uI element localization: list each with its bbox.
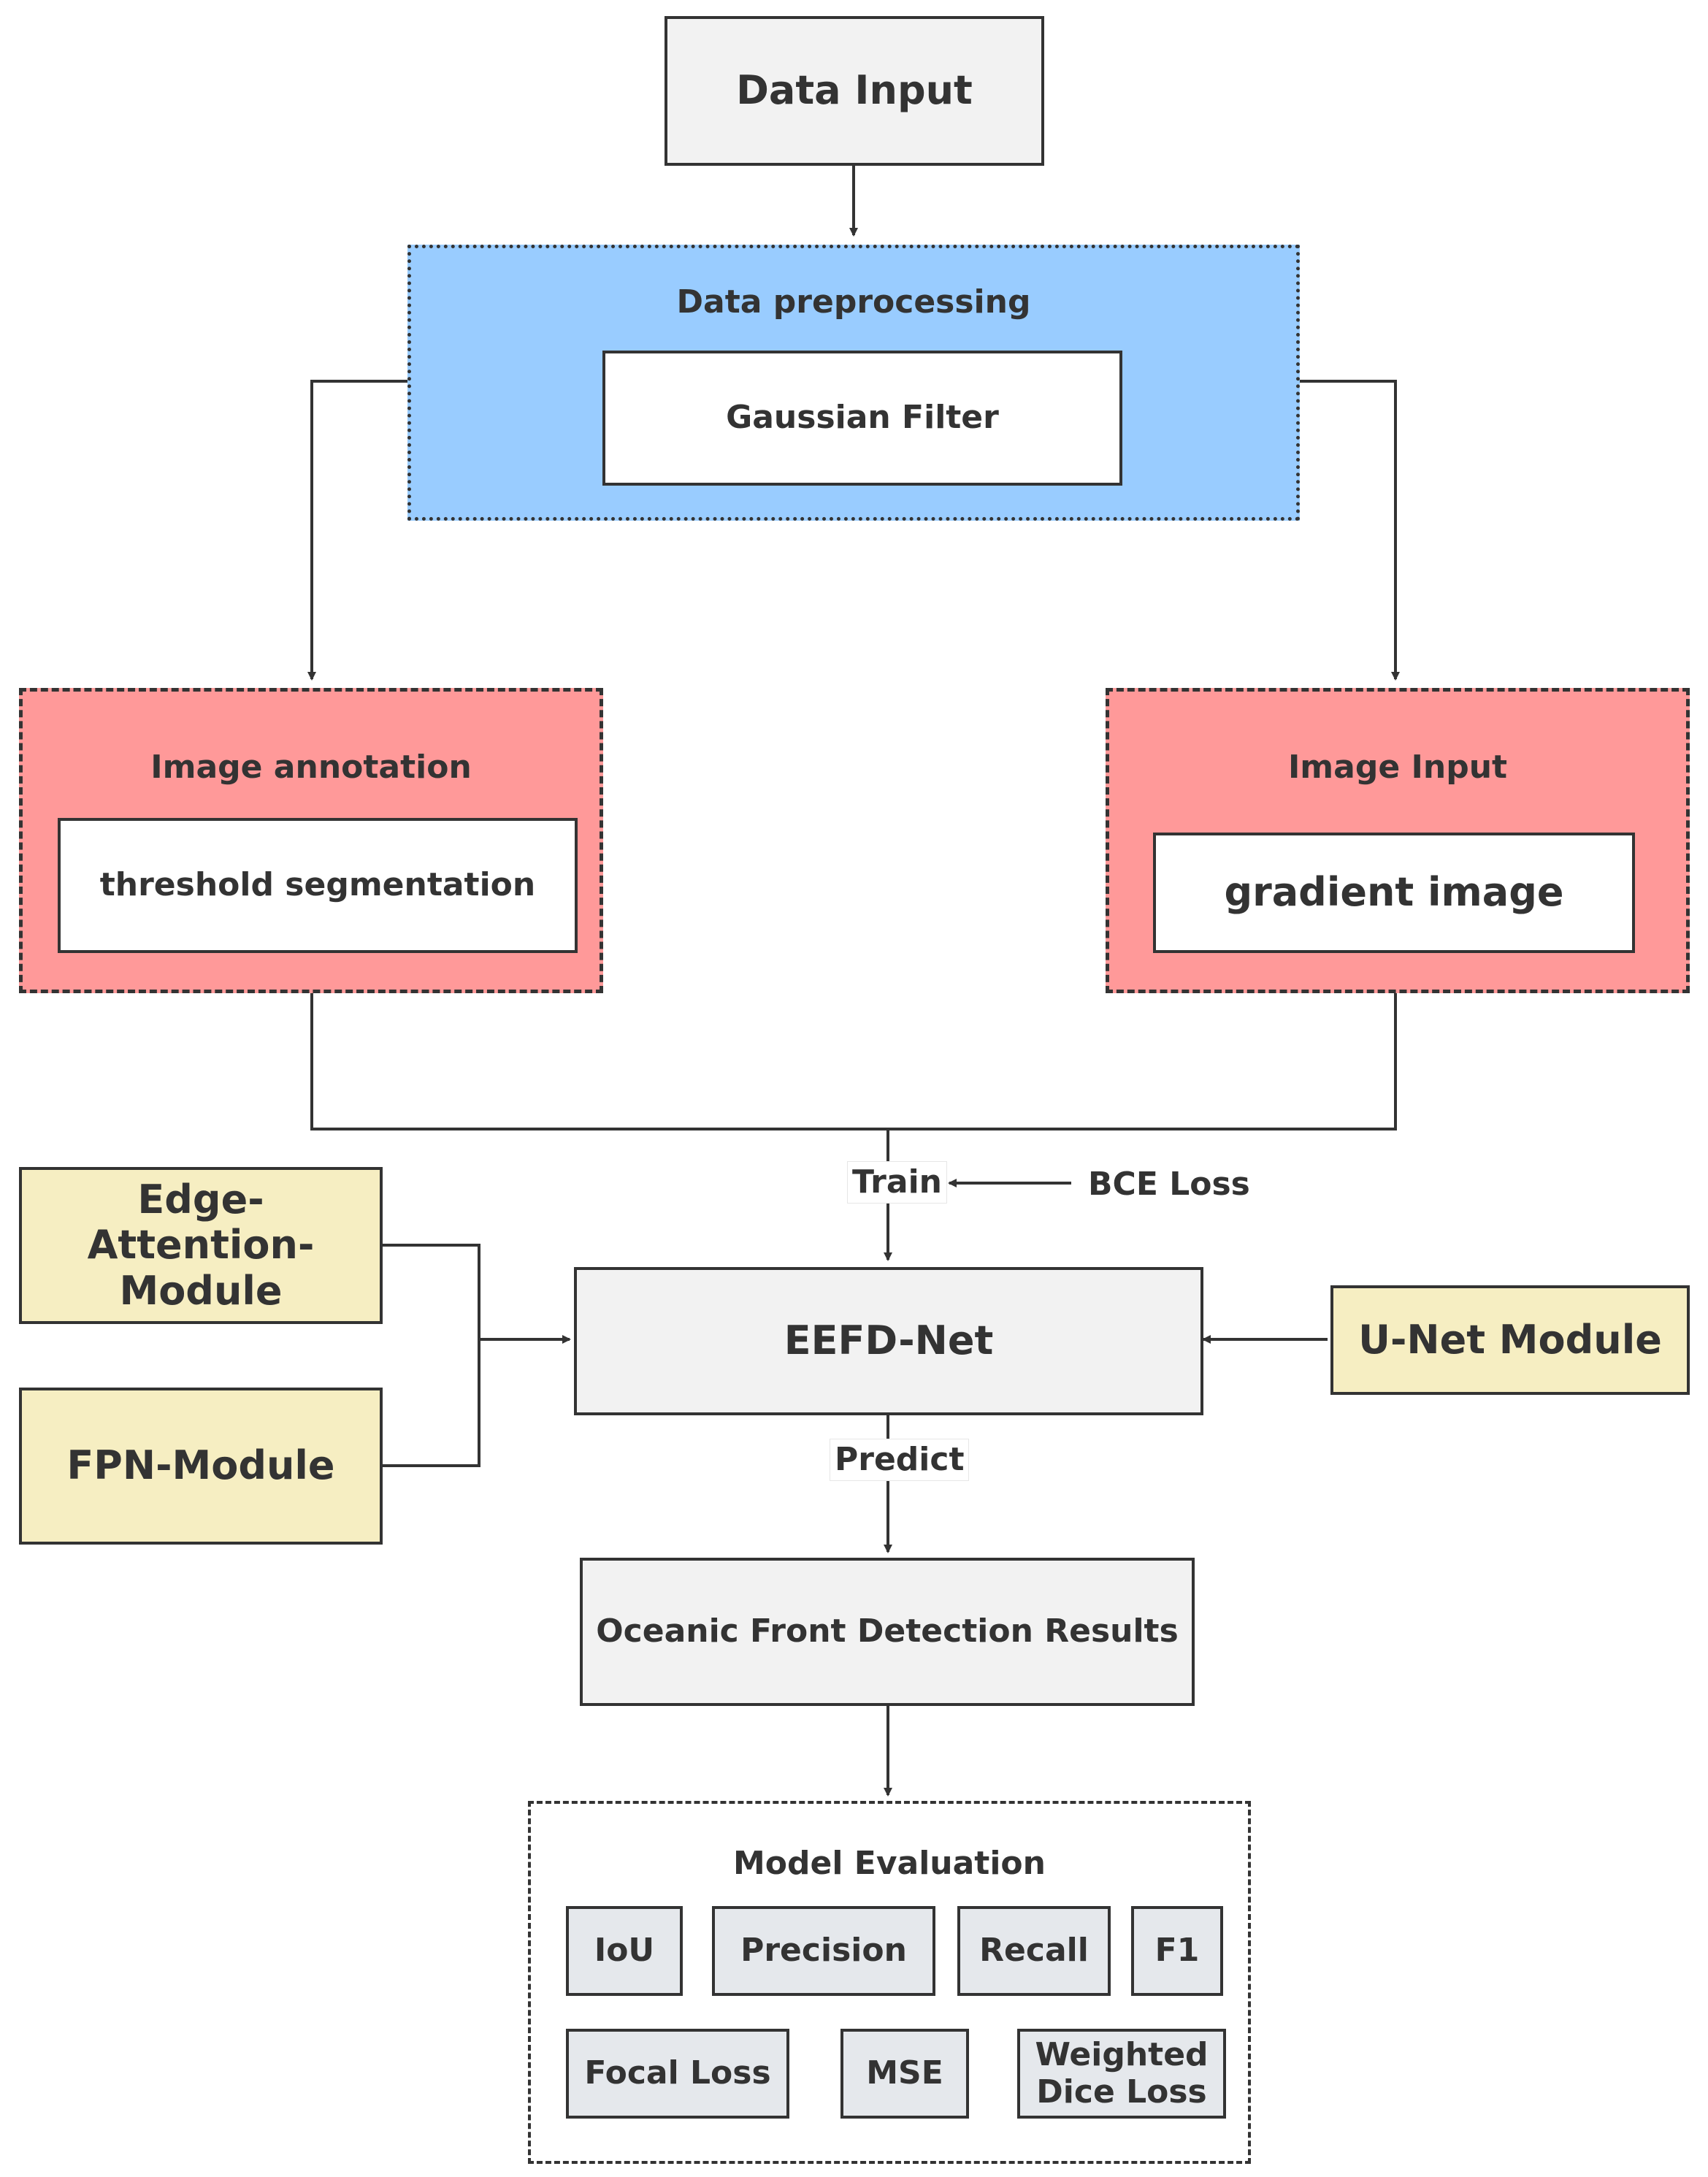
metric-iou: IoU — [566, 1906, 683, 1996]
model-evaluation-title: Model Evaluation — [733, 1845, 1046, 1882]
bce-loss-label: BCE Loss — [1088, 1166, 1250, 1203]
model-evaluation-group: Model Evaluation IoU Precision Recall F1… — [528, 1801, 1251, 2164]
fpn-module-node: FPN-Module — [19, 1388, 383, 1545]
eefd-net-node: EEFD-Net — [574, 1267, 1203, 1415]
gaussian-filter-label: Gaussian Filter — [726, 399, 999, 437]
metric-mse: MSE — [840, 2029, 969, 2119]
gaussian-filter-node: Gaussian Filter — [602, 351, 1122, 486]
metric-weighted-dice-loss: Weighted Dice Loss — [1017, 2029, 1226, 2119]
threshold-segmentation-node: threshold segmentation — [58, 818, 578, 953]
metric-focal-loss-label: Focal Loss — [584, 2054, 771, 2092]
metric-precision: Precision — [712, 1906, 935, 1996]
arrow-preprocessing-to-annotation — [307, 380, 409, 681]
image-input-title: Image Input — [1287, 749, 1508, 786]
gradient-image-node: gradient image — [1153, 833, 1635, 953]
eefd-net-label: EEFD-Net — [784, 1317, 994, 1364]
unet-module-node: U-Net Module — [1330, 1285, 1690, 1395]
image-input-group: Image Input gradient image — [1106, 688, 1690, 993]
data-input-node: Data Input — [665, 16, 1044, 166]
merge-line — [310, 993, 1397, 1130]
metric-recall-label: Recall — [979, 1932, 1089, 1970]
arrow-preprocessing-to-image-input — [1300, 380, 1400, 681]
arrow-modules-bracket — [383, 1244, 480, 1467]
data-preprocessing-title: Data preprocessing — [676, 283, 1031, 321]
metric-precision-label: Precision — [740, 1932, 907, 1970]
data-input-label: Data Input — [736, 67, 973, 114]
data-preprocessing-group: Data preprocessing Gaussian Filter — [407, 245, 1300, 521]
unet-module-label: U-Net Module — [1358, 1316, 1662, 1363]
metric-iou-label: IoU — [594, 1932, 655, 1970]
image-annotation-title: Image annotation — [150, 749, 472, 786]
metric-recall: Recall — [957, 1906, 1111, 1996]
image-annotation-group: Image annotation threshold segmentation — [19, 688, 603, 993]
metric-focal-loss: Focal Loss — [566, 2029, 789, 2119]
metric-weighted-dice-loss-label: Weighted Dice Loss — [1035, 2035, 1209, 2111]
fpn-module-label: FPN-Module — [66, 1442, 335, 1489]
metric-f1: F1 — [1131, 1906, 1223, 1996]
predict-label: Predict — [830, 1439, 970, 1481]
threshold-segmentation-label: threshold segmentation — [99, 866, 536, 904]
edge-attention-module-node: Edge-Attention-Module — [19, 1167, 383, 1324]
metric-mse-label: MSE — [866, 2054, 943, 2092]
train-label: Train — [847, 1161, 947, 1204]
metric-f1-label: F1 — [1154, 1932, 1200, 1970]
oceanic-front-results-node: Oceanic Front Detection Results — [580, 1558, 1195, 1706]
gradient-image-label: gradient image — [1224, 869, 1564, 916]
oceanic-front-results-label: Oceanic Front Detection Results — [596, 1612, 1179, 1650]
edge-attention-module-label: Edge-Attention-Module — [87, 1177, 315, 1314]
